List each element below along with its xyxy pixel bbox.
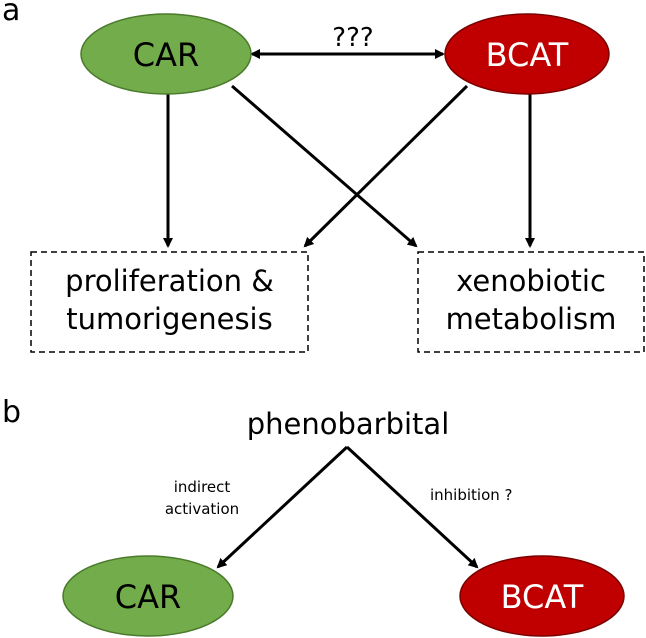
edge-label-indirect-activation: indirect activation	[158, 476, 246, 520]
node-bcat-b	[459, 555, 625, 637]
source-phenobarbital: phenobarbital	[247, 407, 450, 441]
node-car-b	[62, 555, 234, 637]
edge-label-indirect: indirect	[173, 478, 231, 496]
box-proliferation-line1: proliferation &	[65, 264, 274, 298]
node-car-b-label: CAR	[115, 578, 181, 616]
box-proliferation-text: proliferation & tumorigenesis	[31, 262, 308, 338]
edge-phenobarbital-bcat	[345, 445, 479, 569]
box-xenobiotic	[417, 251, 645, 353]
panel-label-b: b	[2, 395, 22, 430]
link-label-unknown: ???	[332, 23, 373, 53]
edge-bcat-proliferation	[303, 84, 469, 248]
node-bcat-b-label: BCAT	[501, 578, 584, 616]
edge-phenobarbital-car	[216, 445, 349, 569]
box-proliferation-line2: tumorigenesis	[66, 302, 273, 336]
edge-label-inhibition: inhibition ?	[430, 486, 513, 504]
box-xenobiotic-line1: xenobiotic	[456, 264, 606, 298]
node-bcat-a	[444, 13, 610, 95]
node-car-a-label: CAR	[133, 36, 199, 74]
box-proliferation	[30, 251, 309, 353]
box-xenobiotic-line2: metabolism	[445, 302, 617, 336]
node-car-a	[80, 13, 252, 95]
edge-car-xenobiotic	[231, 84, 418, 248]
box-xenobiotic-text: xenobiotic metabolism	[418, 262, 644, 338]
node-bcat-a-label: BCAT	[486, 36, 569, 74]
panel-label-a: a	[2, 0, 21, 28]
edge-label-activation: activation	[164, 500, 240, 518]
